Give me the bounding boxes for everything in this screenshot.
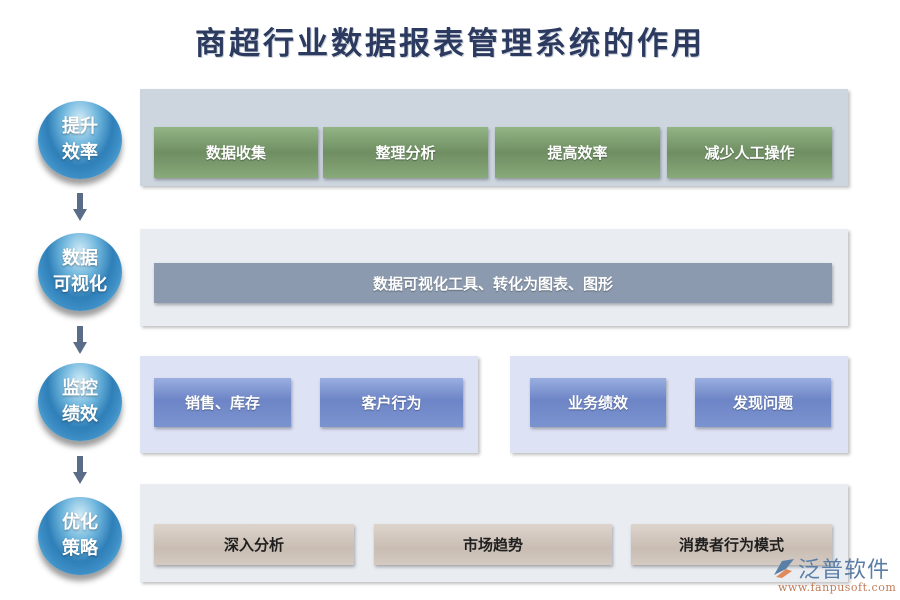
stage-circle-optimize-strategy: 优化 策略 [38, 497, 122, 575]
brand-logo: 泛普软件 www.fanpusoft.com [770, 551, 900, 597]
item-box-market-trends: 市场趋势 [374, 524, 612, 565]
stage-label-line2: 效率 [62, 142, 98, 163]
item-box-raise-efficiency: 提高效率 [495, 127, 660, 178]
stage-label-line2: 策略 [62, 538, 98, 559]
down-arrow-icon [73, 193, 87, 223]
stage-label-line1: 提升 [62, 116, 98, 137]
item-box-consumer-behavior-patterns: 消费者行为模式 [631, 524, 832, 565]
stage-label-line2: 绩效 [62, 404, 98, 425]
brand-url: www.fanpusoft.com [778, 581, 897, 594]
stage-circle-improve-efficiency: 提升 效率 [38, 101, 122, 179]
stage-label-line2: 可视化 [53, 274, 107, 295]
item-box-reduce-manual-ops: 减少人工操作 [667, 127, 832, 178]
fanpu-logo-icon [774, 559, 794, 578]
item-box-customer-behavior: 客户行为 [320, 378, 463, 427]
stage-circle-data-visualization: 数据 可视化 [38, 233, 122, 311]
item-box-deep-analysis: 深入分析 [154, 524, 354, 565]
brand-name: 泛普软件 [798, 558, 891, 583]
item-box-find-problems: 发现问题 [695, 378, 831, 427]
stage-label-line1: 数据 [62, 248, 98, 269]
stage-circle-monitor-performance: 监控 绩效 [38, 363, 122, 441]
down-arrow-icon [73, 326, 87, 356]
page-title: 商超行业数据报表管理系统的作用 [195, 26, 705, 62]
stage-label-line1: 优化 [62, 512, 98, 533]
stage-label-line1: 监控 [62, 378, 98, 399]
down-arrow-icon [73, 456, 87, 486]
item-box-data-collection: 数据收集 [154, 127, 318, 178]
item-box-business-performance: 业务绩效 [530, 378, 666, 427]
item-box-visualization-tools: 数据可视化工具、转化为图表、图形 [154, 263, 832, 303]
item-box-sales-inventory: 销售、库存 [154, 378, 291, 427]
item-box-organize-analyze: 整理分析 [323, 127, 488, 178]
